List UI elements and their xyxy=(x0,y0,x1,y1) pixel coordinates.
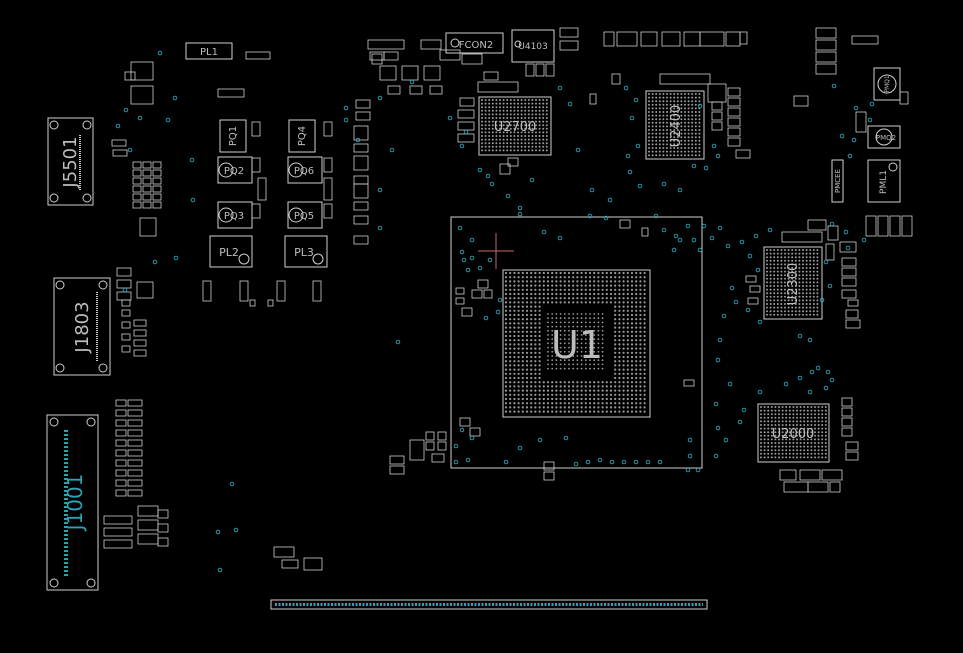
pq4[interactable]: PQ4 xyxy=(288,119,316,153)
pl3-label: PL3 xyxy=(294,246,314,259)
pl3[interactable]: PL3 xyxy=(284,235,328,268)
pq2[interactable]: PQ2 xyxy=(217,156,253,184)
pl1-label: PL1 xyxy=(200,47,218,58)
chip-u2400[interactable]: U2400 xyxy=(645,90,705,160)
u1-label: U1 xyxy=(551,323,603,367)
pmcee[interactable]: PMCEE xyxy=(831,159,844,203)
u2300-label: U2300 xyxy=(786,263,801,306)
pmq2[interactable]: PMQ2 xyxy=(867,125,901,149)
j1803-label: J1803 xyxy=(72,301,93,353)
pq6-label: PQ6 xyxy=(294,166,314,177)
chip-u2300[interactable]: U2300 xyxy=(763,246,823,320)
pmq2-label: PMQ2 xyxy=(876,134,896,142)
u4103[interactable]: U4103 xyxy=(511,29,555,63)
pl2-label: PL2 xyxy=(219,246,239,259)
pmq1[interactable]: PMQ1 xyxy=(873,67,901,101)
pq3[interactable]: PQ3 xyxy=(217,201,253,229)
vias xyxy=(115,50,875,573)
fcon2[interactable]: FCON2 xyxy=(445,32,504,54)
pmcee-label: PMCEE xyxy=(834,169,842,193)
pq4-label: PQ4 xyxy=(297,126,308,146)
pml1-label: PML1 xyxy=(879,170,889,194)
u2000-label: U2000 xyxy=(772,427,815,442)
j1001-label: J1001 xyxy=(63,474,87,533)
u4103-label: U4103 xyxy=(518,42,548,52)
pml1[interactable]: PML1 xyxy=(867,159,901,203)
fcon2-label: FCON2 xyxy=(459,40,493,51)
u2400-label: U2400 xyxy=(669,105,684,148)
pl1[interactable]: PL1 xyxy=(185,42,233,60)
pq6[interactable]: PQ6 xyxy=(287,156,323,184)
pmq1-label: PMQ1 xyxy=(884,75,891,93)
passive-components[interactable] xyxy=(103,27,913,571)
crosshair-cursor xyxy=(478,233,514,269)
pq5-label: PQ5 xyxy=(294,211,314,222)
edge-connector[interactable] xyxy=(270,599,708,610)
pq1-label: PQ1 xyxy=(228,126,239,146)
pq5[interactable]: PQ5 xyxy=(287,201,323,229)
pl2[interactable]: PL2 xyxy=(209,235,253,268)
chip-u2700[interactable]: U2700 xyxy=(478,96,552,156)
pq1[interactable]: PQ1 xyxy=(219,119,247,153)
chip-u1[interactable]: U1 xyxy=(450,216,703,469)
connector-j1001[interactable]: J1001 xyxy=(46,414,99,591)
pq3-label: PQ3 xyxy=(224,211,244,222)
j5501-label: J5501 xyxy=(60,136,81,188)
pq2-label: PQ2 xyxy=(224,166,244,177)
u2700-label: U2700 xyxy=(494,120,537,135)
connector-j5501[interactable]: J5501 xyxy=(47,117,94,206)
chip-u2000[interactable]: U2000 xyxy=(757,403,830,463)
connector-j1803[interactable]: J1803 xyxy=(53,277,111,376)
